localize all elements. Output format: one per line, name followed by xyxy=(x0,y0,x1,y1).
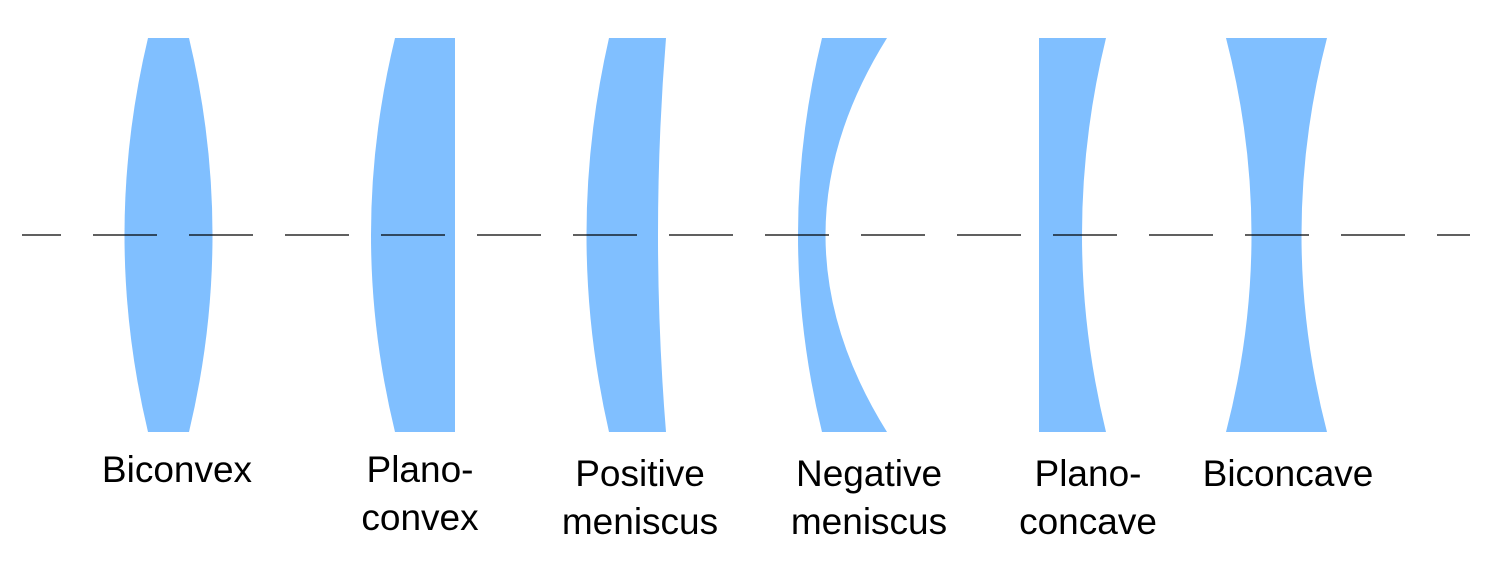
label-line: Biconvex xyxy=(101,449,253,490)
biconvex-lens xyxy=(124,38,213,432)
positive-meniscus-label: Positive meniscus xyxy=(562,450,718,546)
label-line: concave xyxy=(1019,501,1157,542)
biconcave-label: Biconcave xyxy=(1203,450,1374,498)
negative-meniscus-lens xyxy=(798,38,887,432)
label-line: Negative xyxy=(795,453,943,494)
plano-concave-label: Plano- concave xyxy=(1019,450,1157,546)
negative-meniscus-label: Negative meniscus xyxy=(791,450,947,546)
plano-convex-label: Plano- convex xyxy=(361,446,478,542)
label-line: meniscus xyxy=(561,501,719,542)
label-line: Biconcave xyxy=(1202,453,1374,494)
label-line: convex xyxy=(361,497,479,538)
biconvex-label: Biconvex xyxy=(102,446,252,494)
label-line: Plano- xyxy=(1034,453,1142,494)
label-line: Positive xyxy=(575,453,705,494)
label-line: Plano- xyxy=(366,449,474,490)
label-line: meniscus xyxy=(790,501,948,542)
